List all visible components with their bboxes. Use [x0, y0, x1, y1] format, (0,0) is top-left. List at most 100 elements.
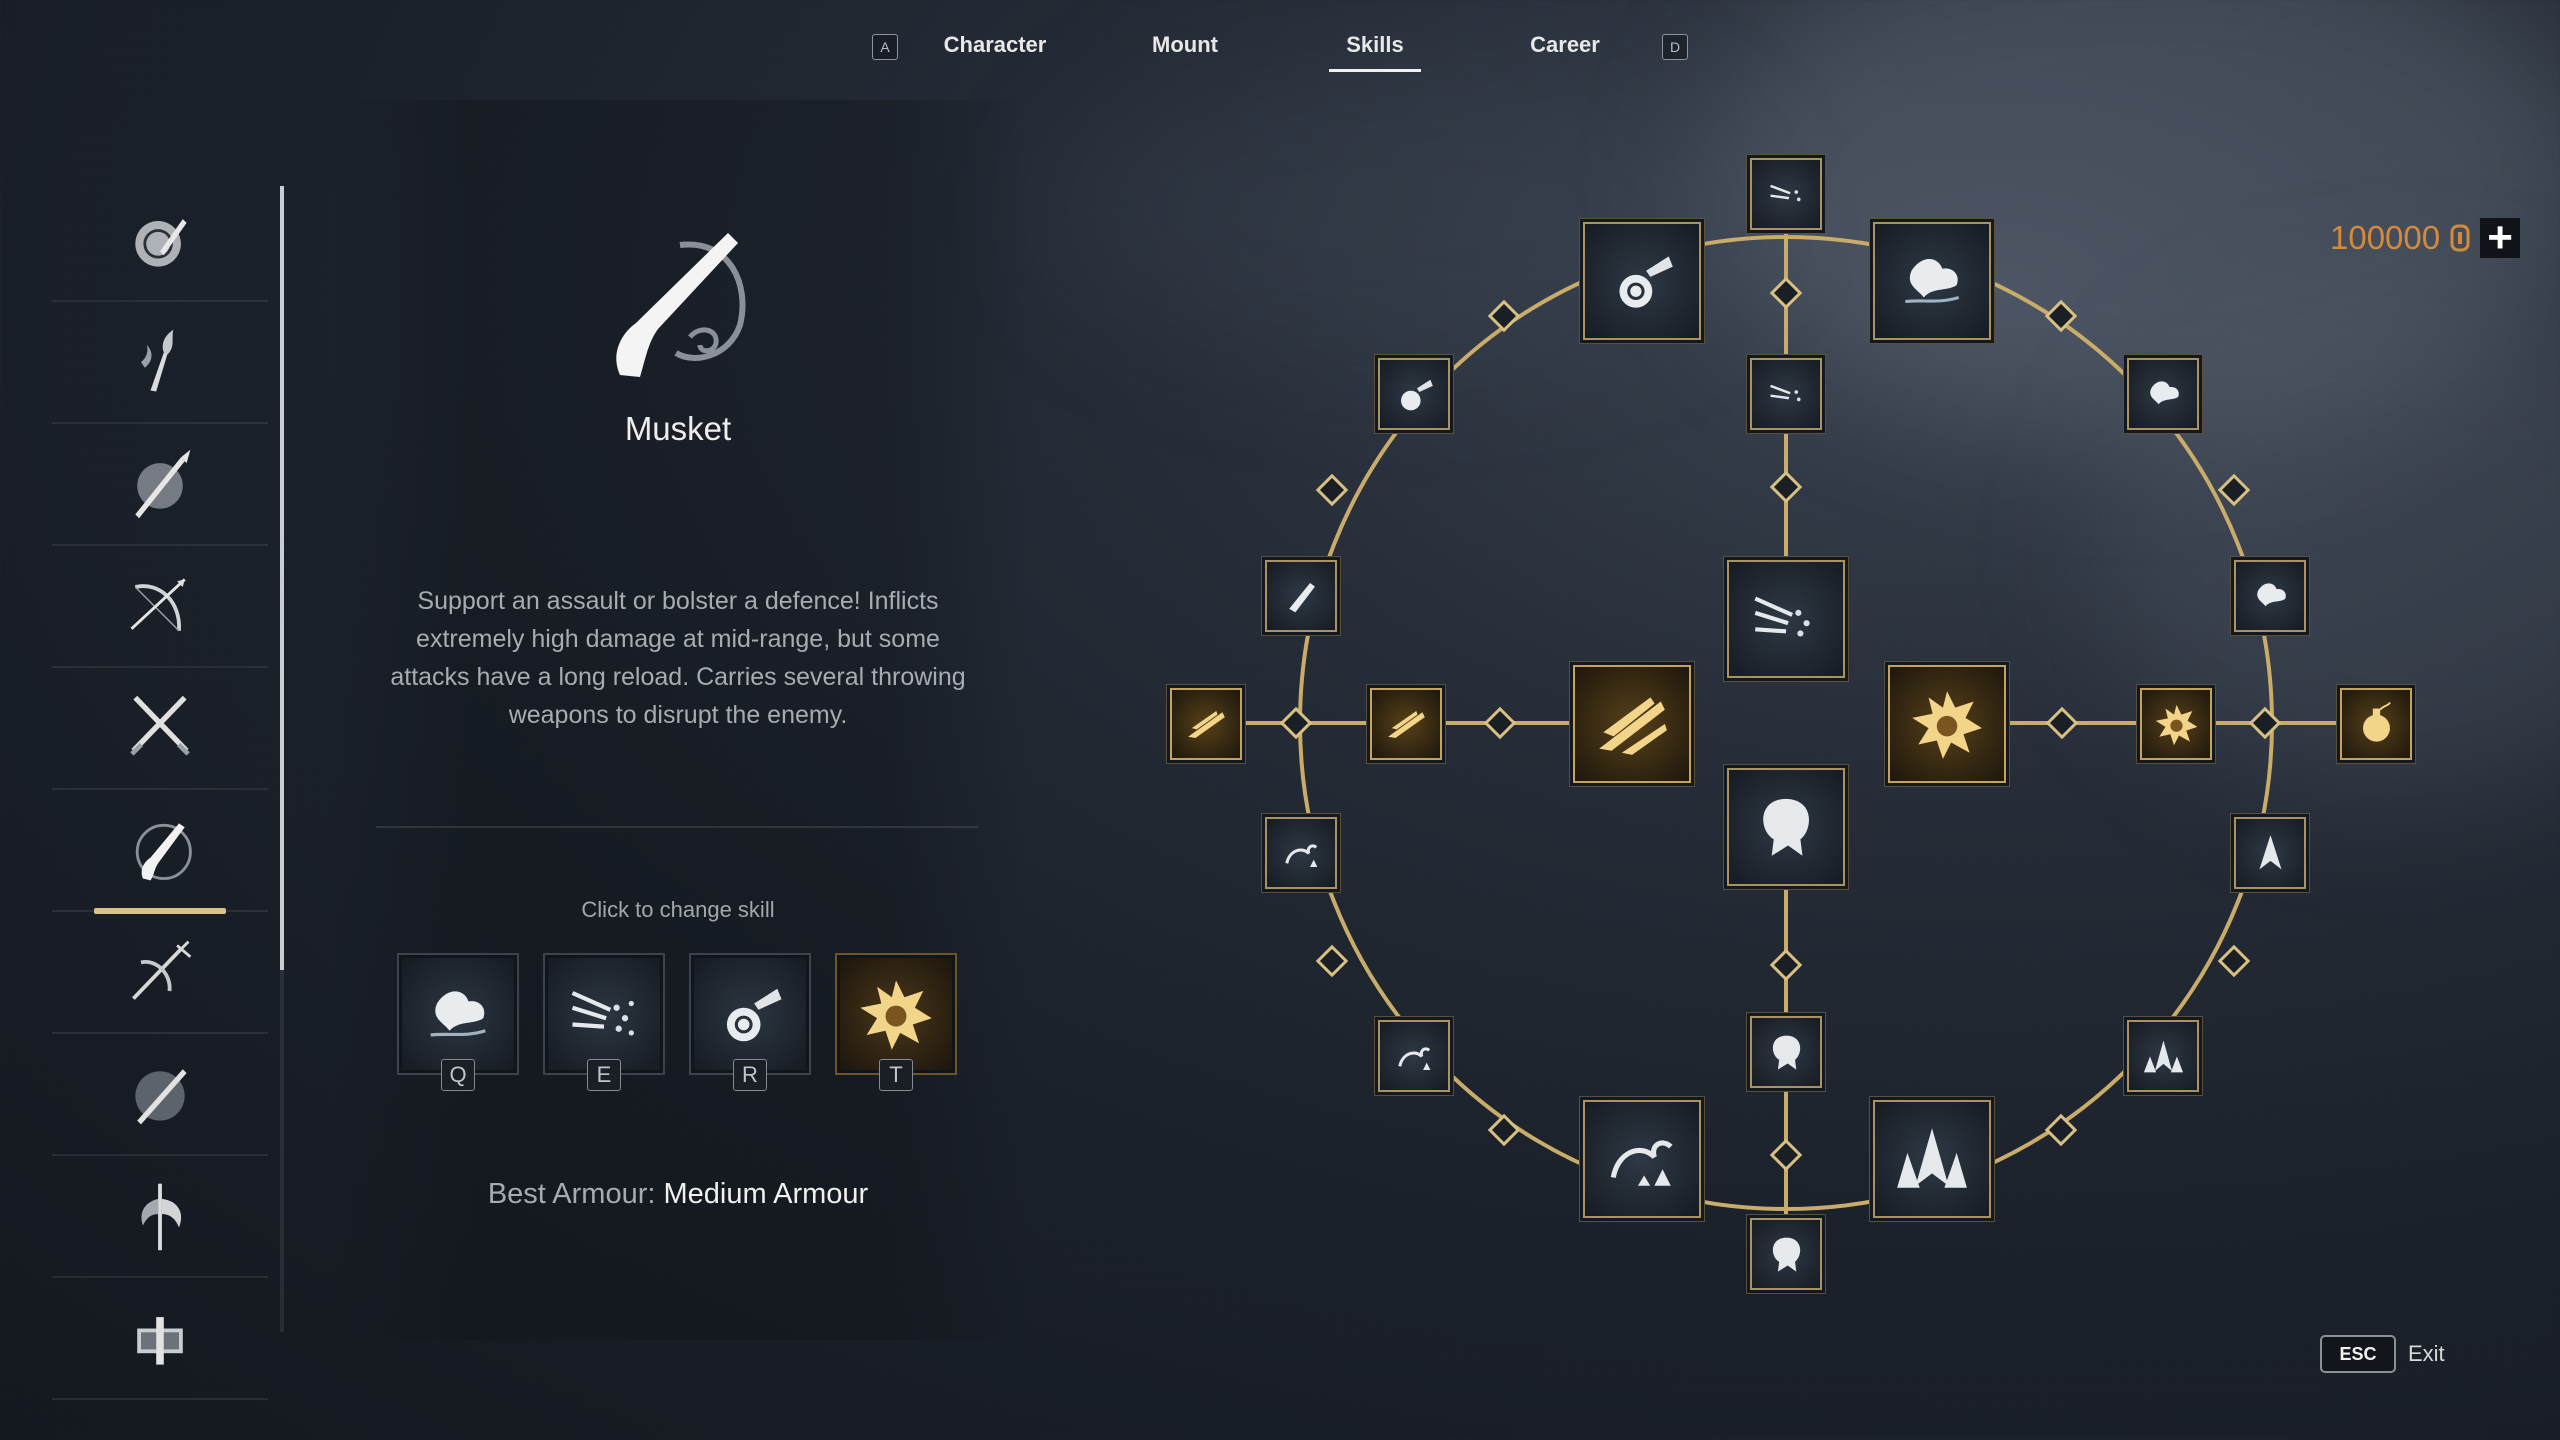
skill-node-leap-ring-2[interactable]: [2127, 358, 2199, 430]
skill-node-beast-core[interactable]: [1727, 768, 1845, 886]
skill-node-grenade-ring-2[interactable]: [1378, 358, 1450, 430]
skill-node-caltrop-ring-3[interactable]: [1583, 1100, 1701, 1218]
add-points-button[interactable]: +: [2480, 213, 2521, 262]
tab-mount[interactable]: Mount: [1152, 32, 1218, 57]
volley-icon: [571, 991, 634, 1036]
exit-label: Exit: [2408, 1341, 2445, 1366]
beast-icon: [1763, 798, 1809, 856]
esc-key[interactable]: ESC: [2320, 1335, 2396, 1373]
coin-icon: [2450, 224, 2470, 252]
skill-node-volley-upper[interactable]: [1750, 358, 1822, 430]
skill-node-bomb-core[interactable]: [1888, 665, 2006, 783]
detail-divider: [376, 826, 978, 828]
leap-icon: [2256, 582, 2286, 606]
best-armour-value: Medium Armour: [663, 1178, 869, 1210]
skill-node-bomb-right-mid[interactable]: [2140, 688, 2212, 760]
skill-node-slash-core[interactable]: [1573, 665, 1691, 783]
explosive-bag-icon: [2155, 704, 2197, 745]
grenade-throw-icon: [726, 988, 782, 1042]
hammer-icon: [137, 1317, 183, 1365]
longbow-icon: [130, 578, 186, 632]
skill-node-spike-ring-1[interactable]: [2234, 817, 2306, 889]
best-armour: Best Armour: Medium Armour: [378, 1178, 978, 1211]
weapon-item-hammer[interactable]: [52, 1278, 268, 1400]
musket-large-icon: [616, 233, 746, 377]
weapon-item-musket[interactable]: [52, 790, 268, 914]
caltrop-icon: [1284, 843, 1317, 867]
next-tab-key[interactable]: D: [1662, 34, 1688, 60]
skill-node-caltrop-ring-1[interactable]: [1265, 817, 1337, 889]
weapon-item-spear-shield[interactable]: [52, 424, 268, 546]
best-armour-label: Best Armour:: [487, 1178, 656, 1210]
skill-node-leap-ring[interactable]: [1873, 222, 1991, 340]
tab-skills[interactable]: Skills: [1305, 32, 1445, 72]
skill-node-spike-ring-3[interactable]: [1873, 1100, 1991, 1218]
skill-node-slash-left-mid[interactable]: [1370, 688, 1442, 760]
skill-points: 100000 +: [2330, 213, 2521, 262]
skill-node-grenade-ring[interactable]: [1583, 222, 1701, 340]
skill-node-beast-lower[interactable]: [1750, 1016, 1822, 1088]
skill-node-caltrop-ring-2[interactable]: [1378, 1020, 1450, 1092]
halberd-icon: [141, 1183, 182, 1251]
volley-icon: [1769, 384, 1801, 401]
weapon-list: [52, 180, 268, 1400]
slash-icon: [1387, 710, 1425, 738]
caltrop-icon: [1610, 1140, 1673, 1186]
musket-icon: [135, 823, 192, 881]
skill-node-grenade-ring-3[interactable]: [1265, 560, 1337, 632]
skill-key-q: Q: [441, 1059, 475, 1091]
caltrop-icon: [1397, 1046, 1430, 1070]
top-navigation: A Character Mount Skills Career D: [0, 22, 2560, 72]
weapon-item-glaive[interactable]: [52, 302, 268, 424]
weapon-item-sword-shield[interactable]: [52, 1034, 268, 1156]
explosive-bag-icon: [1912, 691, 1982, 759]
skill-node-volley-top[interactable]: [1750, 158, 1822, 230]
weapon-list-scroll-thumb[interactable]: [280, 186, 284, 970]
leap-icon: [430, 991, 486, 1037]
slash-icon: [1599, 697, 1667, 755]
weapon-item-crossbow[interactable]: [52, 912, 268, 1034]
tab-career[interactable]: Career: [1530, 32, 1600, 57]
slash-icon: [1187, 710, 1225, 738]
prev-tab-key[interactable]: A: [872, 34, 898, 60]
skill-slot-e[interactable]: E: [543, 953, 665, 1091]
skill-slot-t[interactable]: T: [835, 953, 957, 1091]
leap-icon: [1905, 258, 1960, 304]
grenade-throw-icon: [1288, 582, 1315, 612]
spear-shield-icon: [135, 449, 191, 519]
exit-control[interactable]: ESC Exit: [2320, 1335, 2445, 1373]
skill-key-r: R: [733, 1059, 767, 1091]
skill-points-amount: 100000: [2330, 219, 2441, 256]
skill-node-spike-ring-2[interactable]: [2127, 1020, 2199, 1092]
bomb-icon: [2362, 701, 2391, 742]
volley-icon: [1754, 596, 1810, 637]
weapon-name: Musket: [624, 410, 732, 447]
glaive-icon: [141, 329, 174, 392]
volley-icon: [1769, 184, 1801, 201]
skill-slot-q[interactable]: Q: [397, 953, 519, 1091]
skill-node-slash-left-outer[interactable]: [1170, 688, 1242, 760]
spike-icon: [2143, 1040, 2183, 1072]
beast-icon: [1772, 1035, 1800, 1070]
dual-blades-icon: [130, 695, 190, 756]
skill-node-volley-core[interactable]: [1727, 560, 1845, 678]
weapon-item-shield-sword[interactable]: [52, 180, 268, 302]
grenade-throw-icon: [1400, 379, 1433, 410]
change-skill-hint: Click to change skill: [581, 897, 775, 922]
skill-node-bomb-right-outer[interactable]: [2340, 688, 2412, 760]
spike-icon: [2258, 834, 2282, 869]
beast-icon: [1772, 1237, 1800, 1272]
skill-key-e: E: [587, 1059, 621, 1091]
weapon-item-longbow[interactable]: [52, 546, 268, 668]
skill-node-leap-ring-3[interactable]: [2234, 560, 2306, 632]
sword-shield-icon: [135, 1069, 187, 1125]
spike-icon: [1897, 1128, 1967, 1188]
skill-key-t: T: [879, 1059, 913, 1091]
plus-icon: +: [2487, 213, 2513, 262]
skill-node-beast-bottom[interactable]: [1750, 1218, 1822, 1290]
weapon-item-halberd[interactable]: [52, 1156, 268, 1278]
weapon-item-dual-blades[interactable]: [52, 668, 268, 790]
grenade-throw-icon: [1619, 256, 1673, 308]
skill-slot-r[interactable]: R: [689, 953, 811, 1091]
tab-character[interactable]: Character: [943, 32, 1047, 57]
